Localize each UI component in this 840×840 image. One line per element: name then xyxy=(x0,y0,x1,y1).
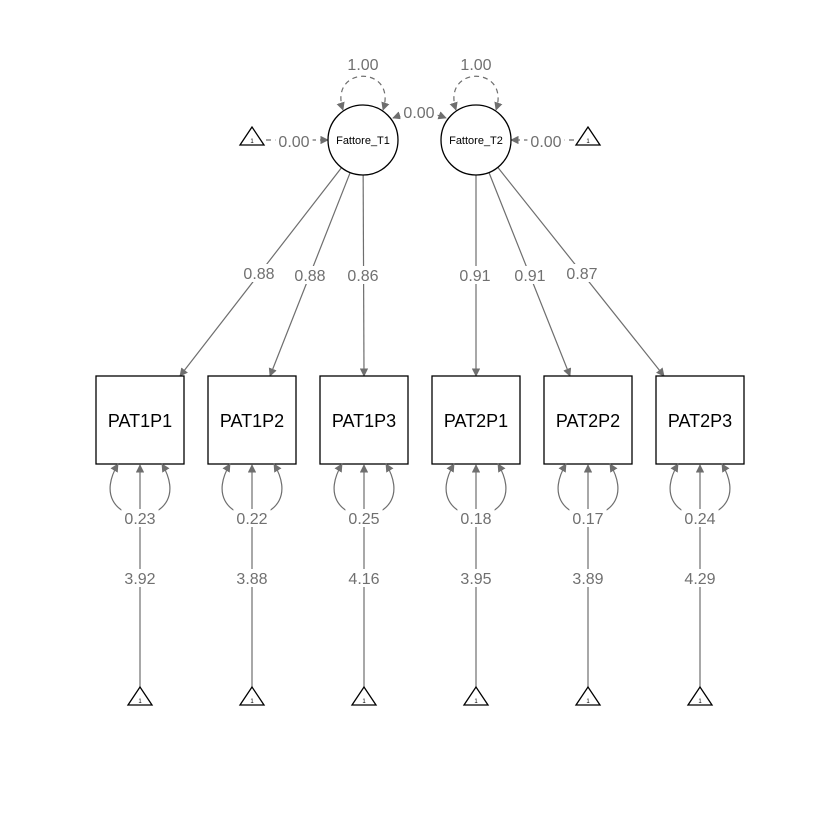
residual-loop xyxy=(333,463,365,517)
constant-triangle-label: 1 xyxy=(362,699,366,705)
latent-mean-label: 0.00 xyxy=(530,134,561,151)
indicator-node xyxy=(655,375,745,465)
residual-loop xyxy=(445,463,477,517)
intercept-label-bg xyxy=(233,569,271,587)
constant-triangle-label: 1 xyxy=(250,699,254,705)
loading-label: 0.86 xyxy=(347,268,378,285)
latent-mean-label-bg xyxy=(275,132,313,150)
intercept-label-bg xyxy=(345,569,383,587)
residual-loop xyxy=(363,463,395,517)
intercept-label-bg xyxy=(569,569,607,587)
residual-loop xyxy=(587,463,619,517)
indicator-node xyxy=(319,375,409,465)
residual-label: 0.17 xyxy=(572,511,603,528)
residual-label-bg xyxy=(121,509,159,527)
variance-loop xyxy=(449,75,503,111)
constant-triangle xyxy=(350,685,378,706)
loading-label-bg xyxy=(344,266,382,284)
constant-triangle xyxy=(462,685,490,706)
residual-loop xyxy=(699,463,731,517)
latent-variance-label-bg xyxy=(457,55,495,73)
latent-variance-label-bg xyxy=(344,55,382,73)
residual-label-bg xyxy=(569,509,607,527)
loading-label: 0.88 xyxy=(294,268,325,285)
constant-triangle xyxy=(126,685,154,706)
residual-label-bg xyxy=(681,509,719,527)
loading-label-bg xyxy=(291,266,329,284)
residual-label: 0.23 xyxy=(124,511,155,528)
residual-loop xyxy=(251,463,283,517)
constant-triangle-label: 1 xyxy=(586,699,590,705)
covariance-label-bg xyxy=(400,103,438,121)
residual-loop xyxy=(109,463,141,517)
indicator-node-label: PAT2P3 xyxy=(668,411,732,431)
covariance-label: 0.00 xyxy=(403,105,434,122)
residual-label-bg xyxy=(457,509,495,527)
indicator-node-label: PAT1P3 xyxy=(332,411,396,431)
indicator-node-label: PAT2P2 xyxy=(556,411,620,431)
residual-label: 0.22 xyxy=(236,511,267,528)
constant-triangle xyxy=(574,125,602,146)
loading-label-bg xyxy=(456,266,494,284)
constant-triangle-label: 1 xyxy=(698,699,702,705)
latent-node-label: Fattore_T2 xyxy=(449,135,503,147)
latent-mean-label: 0.00 xyxy=(278,134,309,151)
intercept-label: 3.89 xyxy=(572,571,603,588)
residual-loop xyxy=(475,463,507,517)
loading-label: 0.88 xyxy=(243,266,274,283)
indicator-node-label: PAT1P2 xyxy=(220,411,284,431)
constant-triangle xyxy=(238,125,266,146)
constant-triangle xyxy=(238,685,266,706)
loading-label-bg xyxy=(240,264,278,282)
residual-label: 0.25 xyxy=(348,511,379,528)
constant-triangle-label: 1 xyxy=(474,699,478,705)
loading-label: 0.87 xyxy=(566,266,597,283)
residual-loop xyxy=(221,463,253,517)
residual-loop xyxy=(139,463,171,517)
intercept-label: 4.16 xyxy=(348,571,379,588)
constant-triangle-label: 1 xyxy=(250,139,254,145)
constant-triangle-label: 1 xyxy=(586,139,590,145)
loading-label: 0.91 xyxy=(459,268,490,285)
residual-label: 0.18 xyxy=(460,511,491,528)
indicator-node-label: PAT1P1 xyxy=(108,411,172,431)
residual-loop xyxy=(669,463,701,517)
intercept-label: 3.88 xyxy=(236,571,267,588)
latent-node xyxy=(327,104,399,176)
loading-label-bg xyxy=(511,266,549,284)
latent-node xyxy=(440,104,512,176)
intercept-label: 3.95 xyxy=(460,571,491,588)
intercept-label: 4.29 xyxy=(684,571,715,588)
residual-label-bg xyxy=(345,509,383,527)
variance-loop xyxy=(336,75,390,111)
indicator-node xyxy=(95,375,185,465)
residual-label: 0.24 xyxy=(684,511,715,528)
indicator-node xyxy=(543,375,633,465)
latent-variance-label: 1.00 xyxy=(347,57,378,74)
indicator-node xyxy=(207,375,297,465)
constant-triangle xyxy=(686,685,714,706)
loading-label: 0.91 xyxy=(514,268,545,285)
intercept-label-bg xyxy=(121,569,159,587)
intercept-label-bg xyxy=(681,569,719,587)
loading-label-bg xyxy=(563,264,601,282)
intercept-label-bg xyxy=(457,569,495,587)
constant-triangle xyxy=(574,685,602,706)
latent-mean-label-bg xyxy=(527,132,565,150)
latent-variance-label: 1.00 xyxy=(460,57,491,74)
indicator-node xyxy=(431,375,521,465)
indicator-node-label: PAT2P1 xyxy=(444,411,508,431)
residual-loop xyxy=(557,463,589,517)
intercept-label: 3.92 xyxy=(124,571,155,588)
latent-node-label: Fattore_T1 xyxy=(336,135,390,147)
residual-label-bg xyxy=(233,509,271,527)
constant-triangle-label: 1 xyxy=(138,699,142,705)
